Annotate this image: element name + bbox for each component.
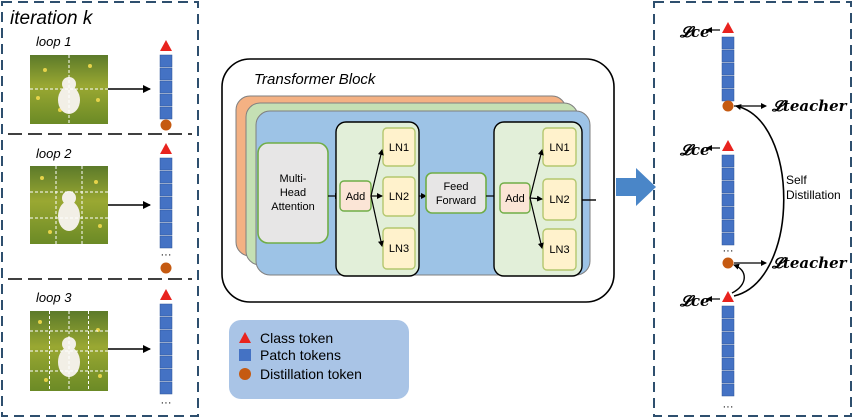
legend-patch-token-label: Patch tokens: [260, 347, 341, 363]
patch-token-column: [721, 36, 735, 102]
dog-image: [30, 55, 108, 124]
left-panel: iteration k loop 1: [1, 1, 199, 417]
class-token: [160, 289, 172, 300]
loop-label: loop 3: [36, 290, 72, 305]
left-panel-border: [1, 1, 199, 417]
ln3-label: LN3: [389, 243, 409, 255]
loss-ce-label: 𝓛ce: [679, 141, 710, 159]
legend-class-token-label: Class token: [260, 330, 333, 346]
ln2-label: LN2: [389, 191, 409, 203]
class-token: [722, 22, 734, 33]
ellipsis: ···: [161, 249, 172, 261]
flow-arrow-icon: [616, 168, 656, 206]
legend: Class token Patch tokens Distillation to…: [229, 320, 409, 399]
ln1-box: [542, 127, 577, 167]
self-distillation-arc: [733, 104, 785, 297]
feed-forward-box: [425, 172, 487, 214]
ln3-box: [542, 228, 577, 271]
dog-image: [30, 166, 108, 244]
ln3-box: [382, 227, 416, 270]
legend-box: [229, 320, 409, 399]
legend-distillation-token-icon: [239, 368, 251, 380]
ellipsis: ···: [723, 401, 734, 413]
loss-ce-label: 𝓛ce: [679, 23, 710, 41]
loss-teacher-label: 𝓛teacher: [771, 254, 848, 272]
ellipsis: ···: [161, 397, 172, 409]
ln3-label: LN3: [549, 244, 569, 256]
loop-2: loop 2 ···: [30, 143, 173, 274]
add-label: Add: [346, 191, 366, 203]
patch-token-column: [159, 303, 173, 395]
loss-ce-label: 𝓛ce: [679, 292, 710, 310]
add-label: Add: [505, 193, 525, 205]
class-token: [722, 291, 734, 302]
ln2-label: LN2: [549, 194, 569, 206]
class-token: [722, 140, 734, 151]
transformer-block-title: Transformer Block: [254, 71, 377, 88]
inner-distillation-arc: [731, 263, 745, 294]
distillation-token: [722, 100, 734, 112]
dog-image: [30, 311, 108, 391]
legend-patch-token-icon: [239, 349, 251, 361]
distillation-token: [160, 119, 172, 131]
loop-label: loop 2: [36, 146, 72, 161]
loop-1: loop 1: [30, 34, 173, 131]
distillation-token: [160, 262, 172, 274]
patch-token-column: [721, 154, 735, 246]
right-panel: ··· ··· 𝓛ce 𝓛ce 𝓛ce 𝓛teacher 𝓛teacher: [653, 1, 852, 417]
patch-token-column: [721, 305, 735, 397]
loss-teacher-label: 𝓛teacher: [771, 97, 848, 115]
multi-head-attention-box: [257, 142, 329, 244]
loop-3: loop 3: [30, 289, 173, 409]
distillation-token: [722, 257, 734, 269]
class-token: [160, 40, 172, 51]
legend-class-token-icon: [239, 332, 251, 343]
right-panel-border: [653, 1, 852, 417]
ln1-label: LN1: [549, 142, 569, 154]
ln2-box: [382, 176, 416, 217]
ln1-label: LN1: [389, 142, 409, 154]
iteration-title: iteration k: [10, 8, 94, 29]
loop-label: loop 1: [36, 34, 71, 49]
ln2-box: [542, 178, 577, 221]
patch-token-column: [159, 54, 173, 120]
patch-token-column: [159, 157, 173, 249]
ellipsis: ···: [723, 245, 734, 257]
class-token: [160, 143, 172, 154]
legend-distillation-token-label: Distillation token: [260, 366, 362, 382]
ln1-box: [382, 127, 416, 167]
